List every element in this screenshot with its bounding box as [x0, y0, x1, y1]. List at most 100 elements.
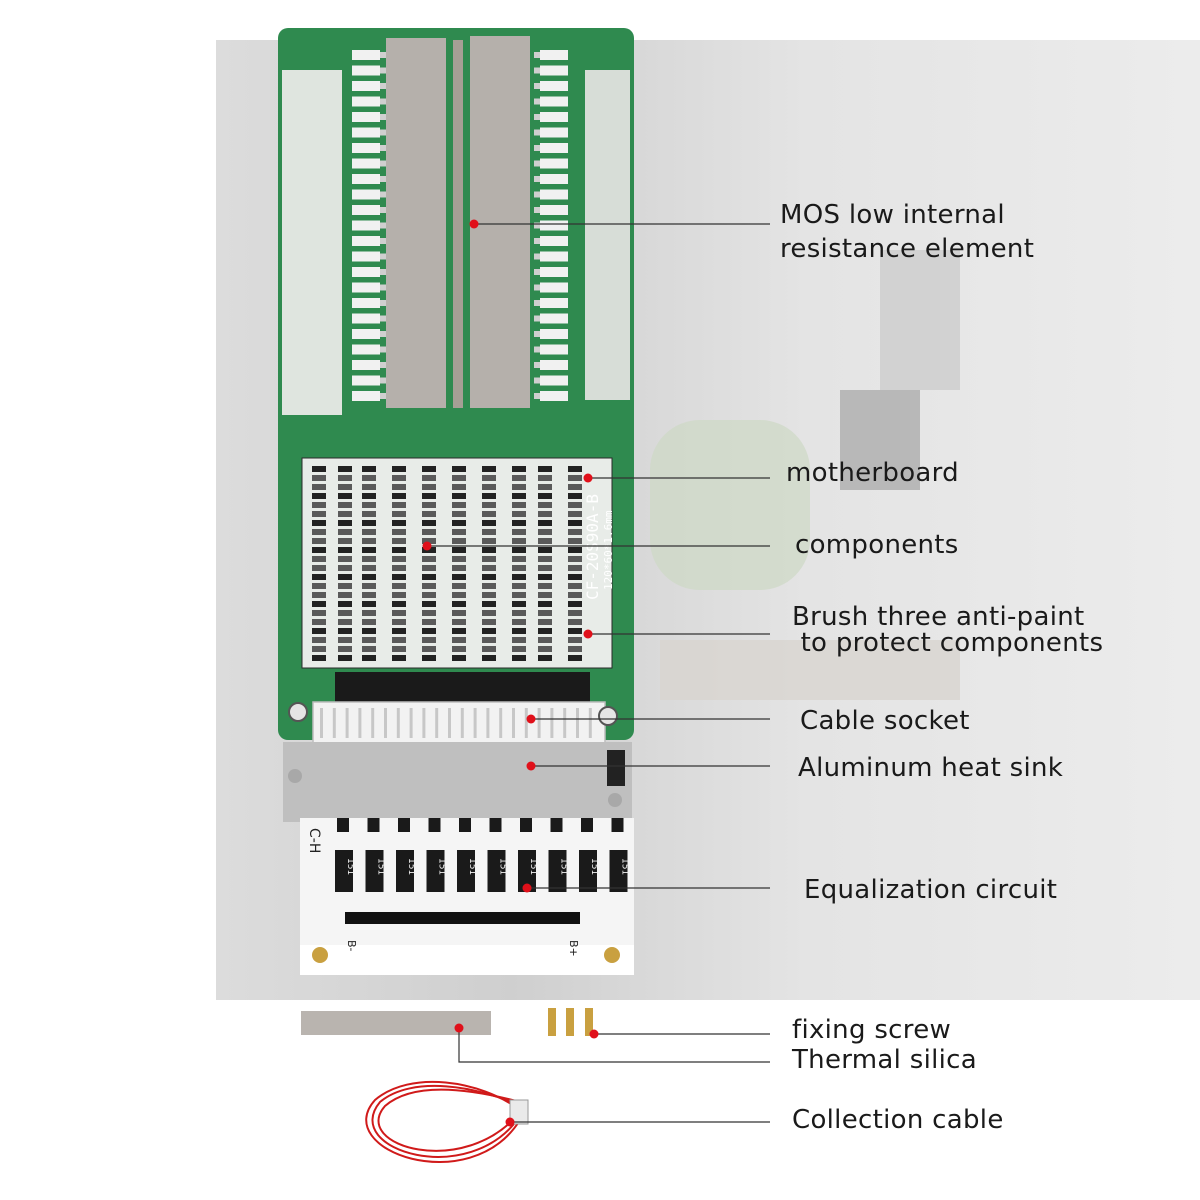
- mos-transistor: [352, 65, 380, 76]
- marker-motherboard: [583, 473, 593, 483]
- mos-transistor: [352, 329, 380, 339]
- smd-component: [568, 493, 582, 499]
- smd-component: [482, 475, 496, 481]
- marker-cable-socket: [526, 714, 536, 724]
- brass-post-right: [604, 947, 620, 963]
- smd-component: [512, 547, 526, 553]
- mos-transistor: [540, 313, 568, 324]
- callout-equalization: Equalization circuit: [804, 875, 1058, 905]
- smd-component: [482, 511, 496, 517]
- mos-transistor: [352, 282, 380, 293]
- smd-component: [568, 628, 582, 634]
- smd-component: [452, 538, 466, 544]
- smd-component: [452, 574, 466, 580]
- marker-brush: [583, 629, 593, 639]
- smd-component: [392, 646, 406, 652]
- smd-component: [312, 511, 326, 517]
- smd-component: [362, 484, 376, 490]
- mos-transistor: [352, 205, 380, 215]
- smd-component: [482, 628, 496, 634]
- mos-transistor: [352, 391, 380, 401]
- mos-transistor: [352, 143, 380, 153]
- smd-component: [452, 547, 466, 553]
- mos-transistor: [352, 236, 380, 246]
- heat-sink-screw-left: [288, 769, 302, 783]
- mos-transistor: [352, 220, 380, 231]
- smd-component: [452, 520, 466, 526]
- smd-component: [482, 538, 496, 544]
- smd-component: [452, 592, 466, 598]
- aluminum-heat-sink: [283, 742, 632, 822]
- callout-brush: Brush three anti-paint to protect compon…: [792, 602, 1104, 658]
- marker-equalization: [522, 883, 532, 893]
- mos-transistor: [352, 158, 380, 169]
- mos-transistor: [540, 65, 568, 76]
- component-columns: [312, 466, 582, 661]
- smd-component: [338, 547, 352, 553]
- mos-transistor: [352, 298, 380, 308]
- callout-fixing-screw: fixing screw: [792, 1015, 952, 1045]
- mos-transistor: [352, 251, 380, 262]
- smd-component: [452, 475, 466, 481]
- resistor-code-text: 151: [528, 858, 538, 875]
- smd-component: [452, 556, 466, 562]
- smd-component: [452, 484, 466, 490]
- balance-resistor: [365, 850, 384, 892]
- smd-component: [362, 475, 376, 481]
- smd-component: [338, 520, 352, 526]
- mos-bar-right: [470, 36, 530, 408]
- smd-component: [312, 565, 326, 571]
- mos-transistor: [540, 251, 568, 262]
- smd-component: [452, 466, 466, 472]
- smd-component: [512, 619, 526, 625]
- smd-component: [512, 655, 526, 661]
- smd-component: [568, 466, 582, 472]
- smd-component: [512, 592, 526, 598]
- resistor-code-text: 151: [376, 858, 386, 875]
- smd-component: [568, 529, 582, 535]
- smd-component: [512, 538, 526, 544]
- smd-component: [312, 637, 326, 643]
- mos-transistor: [540, 50, 568, 60]
- callout-components: components: [795, 530, 959, 560]
- smd-component: [422, 466, 436, 472]
- smd-component: [422, 565, 436, 571]
- smd-component: [392, 502, 406, 508]
- ch-mark-label: C-H: [306, 828, 322, 853]
- balance-mosfet: [459, 818, 471, 832]
- leader-lines: [427, 223, 770, 1123]
- smd-component: [338, 466, 352, 472]
- socket-pin: [435, 708, 439, 738]
- resistor-code-text: 151: [345, 858, 355, 875]
- smd-component: [538, 547, 552, 553]
- smd-component: [482, 529, 496, 535]
- smd-component: [538, 610, 552, 616]
- socket-pin: [512, 708, 515, 738]
- callout-motherboard: motherboard: [786, 458, 959, 488]
- smd-component: [362, 574, 376, 580]
- mos-bar-left: [386, 38, 446, 408]
- mount-hole-left: [288, 702, 308, 722]
- smd-component: [422, 520, 436, 526]
- balance-resistor: [335, 850, 353, 892]
- socket-pin: [576, 708, 579, 738]
- resistor-code-text: 151: [559, 858, 569, 875]
- smd-component: [452, 565, 466, 571]
- mos-transistor: [540, 127, 568, 138]
- smd-component: [338, 592, 352, 598]
- terminal-strip: [345, 912, 580, 924]
- socket-pin: [409, 708, 413, 738]
- mos-transistor: [540, 96, 568, 107]
- smd-component: [422, 628, 436, 634]
- pcb-perforated-area: [282, 70, 342, 415]
- smd-component: [568, 475, 582, 481]
- smd-component: [338, 493, 352, 499]
- smd-component: [512, 574, 526, 580]
- smd-component: [392, 475, 406, 481]
- smd-component: [338, 565, 352, 571]
- smd-component: [568, 511, 582, 517]
- smd-component: [312, 646, 326, 652]
- mos-transistor: [540, 298, 568, 308]
